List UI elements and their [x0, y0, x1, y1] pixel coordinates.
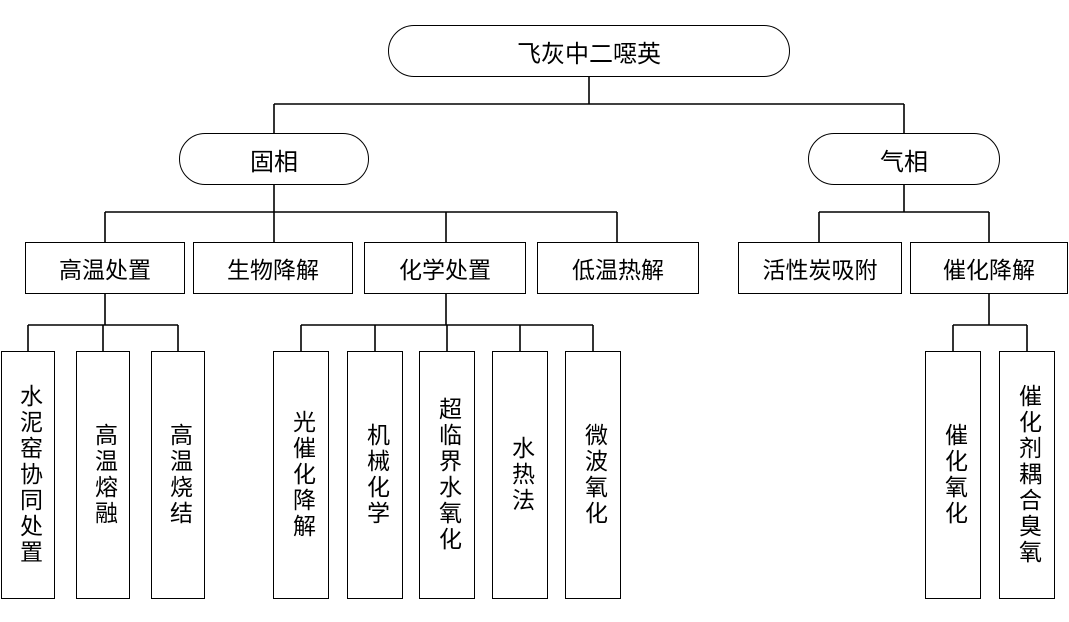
category-label: 活性炭吸附: [762, 258, 878, 284]
method-catalyst-ozone-coupling: 催化剂耦合臭氧: [999, 351, 1055, 599]
branch-solid-phase: 固相: [179, 133, 369, 185]
root-label: 飞灰中二噁英: [517, 39, 661, 68]
method-microwave-oxidation: 微波氧化: [565, 351, 621, 599]
method-label: 水热法: [507, 436, 534, 514]
method-catalytic-oxidation: 催化氧化: [925, 351, 981, 599]
method-cement-kiln-co-processing: 水泥窑协同处置: [1, 351, 55, 599]
root-node: 飞灰中二噁英: [388, 25, 790, 77]
method-label: 高温烧结: [165, 423, 192, 527]
category-biodegradation: 生物降解: [193, 242, 353, 294]
category-low-temp-pyrolysis: 低温热解: [537, 242, 699, 294]
method-label: 高温熔融: [90, 423, 117, 527]
branch-gas-label: 气相: [880, 147, 928, 176]
category-label: 低温热解: [572, 258, 664, 284]
method-label: 催化剂耦合臭氧: [1014, 384, 1041, 566]
category-chemical-treatment: 化学处置: [364, 242, 526, 294]
method-mechanochemical: 机械化学: [347, 351, 403, 599]
method-label: 微波氧化: [580, 423, 607, 527]
method-label: 水泥窑协同处置: [15, 384, 42, 566]
method-high-temp-melting: 高温熔融: [76, 351, 130, 599]
method-hydrothermal: 水热法: [492, 351, 548, 599]
category-high-temp-treatment: 高温处置: [25, 242, 185, 294]
method-label: 光催化降解: [288, 410, 315, 540]
method-photocatalytic-degradation: 光催化降解: [273, 351, 329, 599]
method-supercritical-water-oxidation: 超临界水氧化: [419, 351, 475, 599]
branch-solid-label: 固相: [250, 147, 298, 176]
method-label: 催化氧化: [940, 423, 967, 527]
category-activated-carbon-adsorption: 活性炭吸附: [738, 242, 902, 294]
method-high-temp-sintering: 高温烧结: [151, 351, 205, 599]
category-label: 化学处置: [399, 258, 491, 284]
category-label: 高温处置: [59, 258, 151, 284]
method-label: 机械化学: [362, 423, 389, 527]
method-label: 超临界水氧化: [434, 397, 461, 553]
branch-gas-phase: 气相: [808, 133, 1000, 185]
category-label: 生物降解: [227, 258, 319, 284]
category-label: 催化降解: [943, 258, 1035, 284]
category-catalytic-degradation: 催化降解: [910, 242, 1068, 294]
